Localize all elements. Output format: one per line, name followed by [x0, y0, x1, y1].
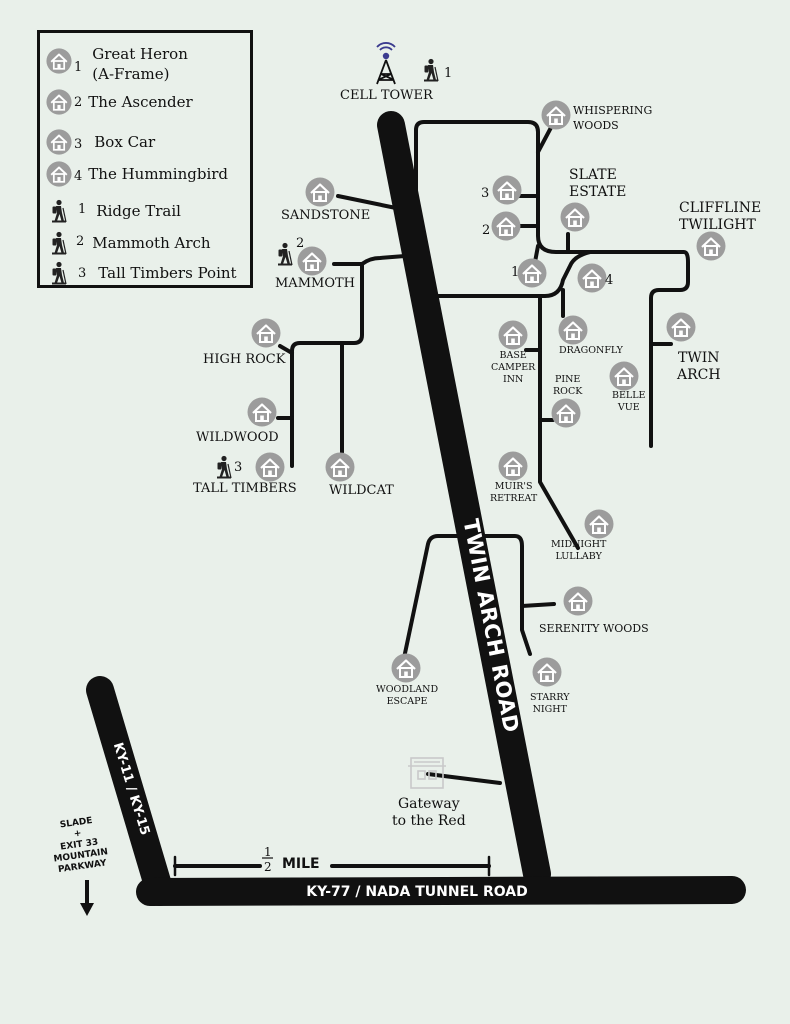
house-icon[interactable] — [391, 653, 421, 683]
gateway-label: Gateway to the Red — [392, 796, 466, 829]
house-icon[interactable] — [255, 452, 285, 482]
dragonfly-label: DRAGONFLY — [559, 345, 623, 356]
house-icon[interactable] — [558, 315, 588, 345]
hiker-icon — [51, 231, 67, 255]
legend-item: 1 Ridge Trail — [46, 199, 181, 223]
house-icon[interactable] — [551, 398, 581, 428]
hiker-icon — [51, 199, 67, 223]
house-icon[interactable] — [666, 312, 696, 342]
base-camper-inn-label: BASE CAMPER INN — [491, 350, 536, 385]
house-icon[interactable] — [532, 657, 562, 687]
house-icon[interactable] — [563, 586, 593, 616]
legend-item: 4 The Hummingbird — [46, 161, 228, 187]
belle-vue-label: BELLE VUE — [612, 390, 646, 413]
house-icon[interactable] — [609, 361, 639, 391]
house-icon[interactable] — [696, 231, 726, 261]
trail-number: 2 — [296, 236, 305, 251]
scale-denominator: 2 — [264, 860, 272, 874]
gateway-building-icon — [408, 757, 446, 789]
house-icon[interactable] — [498, 451, 528, 481]
house-icon — [46, 48, 72, 74]
house-icon[interactable] — [491, 211, 521, 241]
cabin-number: 1 — [511, 265, 520, 280]
cabin-number: 4 — [605, 273, 614, 288]
sandstone-label: SANDSTONE — [281, 208, 371, 223]
scale-numerator: 1 — [264, 845, 272, 859]
slate-estate-label: SLATE ESTATE — [569, 167, 627, 200]
legend-item: 3 Tall Timbers Point — [46, 261, 237, 285]
legend-item: 1 Great Heron (A-Frame) — [46, 41, 188, 83]
starry-night-label: STARRY NIGHT — [530, 692, 570, 715]
legend-item: 3 Box Car — [46, 129, 155, 155]
wildwood-label: WILDWOOD — [196, 430, 279, 445]
midnight-lullaby-label: MIDNIGHT LULLABY — [551, 539, 607, 562]
exit-note: SLADE + EXIT 33 MOUNTAIN PARKWAY — [53, 815, 109, 876]
house-icon[interactable] — [251, 318, 281, 348]
whispering-woods-label: WHISPERING WOODS — [573, 104, 653, 132]
house-icon — [46, 129, 72, 155]
cabin-number: 2 — [482, 223, 491, 238]
serenity-woods-label: SERENITY WOODS — [539, 622, 649, 635]
tall-timbers-label: TALL TIMBERS — [193, 481, 297, 496]
woodland-escape-label: WOODLAND ESCAPE — [376, 684, 439, 707]
down-arrow-icon — [80, 880, 94, 916]
map-legend: 1 Great Heron (A-Frame) 2 The Ascender 3… — [37, 30, 253, 288]
house-icon[interactable] — [517, 258, 547, 288]
main-roads — [86, 111, 746, 906]
hiker-icon[interactable] — [215, 455, 233, 479]
cabin-number: 3 — [481, 186, 490, 201]
house-icon[interactable] — [247, 397, 277, 427]
house-icon[interactable] — [541, 100, 571, 130]
pine-rock-label: PINE ROCK — [553, 374, 583, 397]
mammoth-label: MAMMOTH — [275, 276, 355, 291]
cell-tower-icon — [376, 42, 396, 85]
wildcat-label: WILDCAT — [329, 483, 394, 498]
house-icon[interactable] — [584, 509, 614, 539]
house-icon — [46, 161, 72, 187]
twin-arch-label: TWIN ARCH — [677, 350, 721, 383]
muirs-retreat-label: MUIR'S RETREAT — [490, 481, 538, 504]
ky77-road-label: KY-77 / NADA TUNNEL ROAD — [306, 884, 527, 900]
house-icon[interactable] — [305, 177, 335, 207]
side-roads — [173, 118, 690, 877]
trail-number: 1 — [444, 66, 453, 81]
house-icon[interactable] — [560, 202, 590, 232]
house-icon[interactable] — [498, 320, 528, 350]
high-rock-label: HIGH ROCK — [203, 352, 286, 367]
legend-item: 2 The Ascender — [46, 89, 193, 115]
hiker-icon[interactable] — [422, 58, 440, 82]
house-icon[interactable] — [492, 175, 522, 205]
hiker-icon — [51, 261, 67, 285]
house-icon[interactable] — [325, 452, 355, 482]
scale-unit: MILE — [282, 856, 320, 872]
cell-tower-label: CELL TOWER — [340, 88, 433, 103]
house-icon[interactable] — [577, 263, 607, 293]
house-icon — [46, 89, 72, 115]
hiker-icon[interactable] — [276, 242, 294, 266]
legend-item: 2 Mammoth Arch — [46, 231, 211, 255]
trail-number: 3 — [234, 460, 243, 475]
cliffline-twilight-label: CLIFFLINE TWILIGHT — [679, 200, 762, 233]
